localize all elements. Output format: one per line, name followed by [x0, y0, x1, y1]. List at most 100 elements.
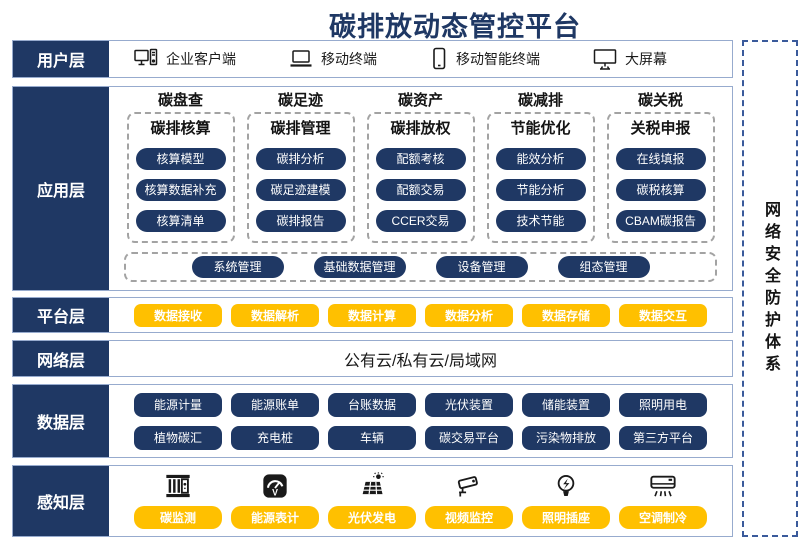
data-item: 照明用电	[619, 392, 707, 417]
security-system-box: 网络安全防护体系	[742, 40, 798, 537]
app-item: 核算模型	[135, 148, 226, 170]
app-column-box: 节能优化 能效分析 节能分析 技术节能	[486, 112, 595, 243]
device-label: 移动智能终端	[456, 51, 540, 67]
platform-item: 数据分析	[425, 303, 513, 327]
network-layer-label: 网络层	[13, 341, 109, 376]
app-box-title: 碳排放权	[390, 120, 451, 137]
app-item: 碳排分析	[255, 148, 346, 170]
monitor-icon	[592, 48, 618, 71]
app-column-carbon-asset: 碳资产 碳排放权 配额考核 配额交易 CCER交易	[364, 90, 477, 243]
data-item: 储能装置	[522, 392, 610, 417]
user-layer-label: 用户层	[13, 41, 109, 77]
data-item: 能源账单	[231, 392, 319, 417]
app-column-carbon-tariff: 碳关税 关税申报 在线填报 碳税核算 CBAM碳报告	[604, 90, 717, 243]
app-item: CBAM碳报告	[615, 210, 706, 232]
perception-layer-label: 感知层	[13, 466, 109, 536]
perception-label: 碳监测	[134, 505, 222, 529]
data-layer-body: 能源计量 能源账单 台账数据 光伏装置 储能装置 照明用电 植物碳汇 充电桩 车…	[109, 385, 732, 457]
user-device-big-screen: 大屏幕	[592, 48, 667, 71]
user-device-smart-terminal: 移动智能终端	[429, 47, 540, 71]
perception-layer-body: 碳监测 V 能源表计	[109, 466, 732, 536]
perception-label: 照明插座	[522, 505, 610, 529]
perception-lighting-socket: 照明插座	[522, 472, 610, 529]
device-label: 大屏幕	[625, 51, 667, 67]
smartphone-icon	[429, 47, 449, 71]
air-conditioner-icon	[648, 472, 678, 500]
app-column-box: 碳排放权 配额考核 配额交易 CCER交易	[366, 112, 475, 243]
platform-item: 数据交互	[619, 303, 707, 327]
data-item: 台账数据	[328, 392, 416, 417]
app-column-header: 碳资产	[397, 92, 443, 109]
perception-air-conditioning: 空调制冷	[619, 472, 707, 529]
app-box-title: 碳排管理	[270, 120, 331, 137]
app-common-item: 组态管理	[557, 256, 650, 278]
app-item: CCER交易	[375, 210, 466, 232]
data-row: 植物碳汇 充电桩 车辆 碳交易平台 污染物排放 第三方平台	[134, 425, 707, 450]
perception-label: 光伏发电	[328, 505, 416, 529]
app-box-title: 节能优化	[510, 120, 571, 137]
app-item: 碳税核算	[615, 179, 706, 201]
app-item: 碳足迹建模	[255, 179, 346, 201]
solar-panel-icon	[357, 471, 387, 500]
device-label: 企业客户端	[166, 51, 236, 67]
perception-label: 视频监控	[425, 505, 513, 529]
platform-layer-body: 数据接收 数据解析 数据计算 数据分析 数据存储 数据交互	[109, 298, 732, 332]
app-item: 配额交易	[375, 179, 466, 201]
app-common-item: 设备管理	[435, 256, 528, 278]
perception-carbon-monitoring: 碳监测	[134, 472, 222, 529]
user-layer-body: 企业客户端 移动终端 移动智能终端	[109, 41, 732, 77]
perception-layer-band: 感知层 碳监测	[12, 465, 733, 537]
platform-item: 数据接收	[134, 303, 222, 327]
app-column-box: 碳排核算 核算模型 核算数据补充 核算清单	[126, 112, 235, 243]
app-column-box: 碳排管理 碳排分析 碳足迹建模 碳排报告	[246, 112, 355, 243]
user-device-mobile-terminal: 移动终端	[288, 48, 377, 70]
carbon-monitor-icon	[163, 472, 193, 500]
app-common-item: 基础数据管理	[313, 256, 406, 278]
app-item: 碳排报告	[255, 210, 346, 232]
app-item: 核算清单	[135, 210, 226, 232]
app-box-title: 碳排核算	[150, 120, 211, 137]
data-item: 车辆	[328, 425, 416, 450]
app-item: 在线填报	[615, 148, 706, 170]
lightbulb-icon	[553, 472, 579, 500]
app-layer-label: 应用层	[13, 87, 109, 290]
desktop-icon	[133, 48, 159, 70]
app-common-item: 系统管理	[191, 256, 284, 278]
app-layer-body: 碳盘查 碳排核算 核算模型 核算数据补充 核算清单 碳足迹 碳排管理 碳排分析	[109, 87, 732, 290]
perception-video-surveillance: 视频监控	[425, 472, 513, 529]
app-common-box: 系统管理 基础数据管理 设备管理 组态管理	[124, 252, 717, 282]
perception-label: 空调制冷	[619, 505, 707, 529]
app-columns: 碳盘查 碳排核算 核算模型 核算数据补充 核算清单 碳足迹 碳排管理 碳排分析	[124, 90, 717, 243]
platform-item: 数据存储	[522, 303, 610, 327]
cctv-icon	[454, 472, 484, 500]
data-item: 充电桩	[231, 425, 319, 450]
data-item: 能源计量	[134, 392, 222, 417]
app-item: 配额考核	[375, 148, 466, 170]
svg-text:V: V	[272, 487, 278, 497]
network-layer-band: 网络层 公有云/私有云/局域网	[12, 340, 733, 377]
page-title: 碳排放动态管控平台	[329, 12, 581, 42]
app-column-carbon-inventory: 碳盘查 碳排核算 核算模型 核算数据补充 核算清单	[124, 90, 237, 243]
app-item: 能效分析	[495, 148, 586, 170]
data-row: 能源计量 能源账单 台账数据 光伏装置 储能装置 照明用电	[134, 392, 707, 417]
user-layer-band: 用户层 企业客户端	[12, 40, 733, 78]
app-column-carbon-reduction: 碳减排 节能优化 能效分析 节能分析 技术节能	[484, 90, 597, 243]
platform-item: 数据解析	[231, 303, 319, 327]
laptop-icon	[288, 48, 314, 70]
data-item: 第三方平台	[619, 425, 707, 450]
app-column-header: 碳关税	[637, 92, 683, 109]
energy-meter-icon: V	[261, 472, 289, 500]
data-layer-band: 数据层 能源计量 能源账单 台账数据 光伏装置 储能装置 照明用电 植物碳汇 充…	[12, 384, 733, 458]
perception-solar-power: 光伏发电	[328, 471, 416, 529]
layer-bands: 用户层 企业客户端	[12, 40, 733, 537]
data-layer-label: 数据层	[13, 385, 109, 457]
device-label: 移动终端	[321, 51, 377, 67]
data-item: 污染物排放	[522, 425, 610, 450]
platform-layer-band: 平台层 数据接收 数据解析 数据计算 数据分析 数据存储 数据交互	[12, 297, 733, 333]
platform-item: 数据计算	[328, 303, 416, 327]
app-column-box: 关税申报 在线填报 碳税核算 CBAM碳报告	[606, 112, 715, 243]
app-column-header: 碳足迹	[277, 92, 323, 109]
app-item: 节能分析	[495, 179, 586, 201]
perception-energy-meter: V 能源表计	[231, 472, 319, 529]
